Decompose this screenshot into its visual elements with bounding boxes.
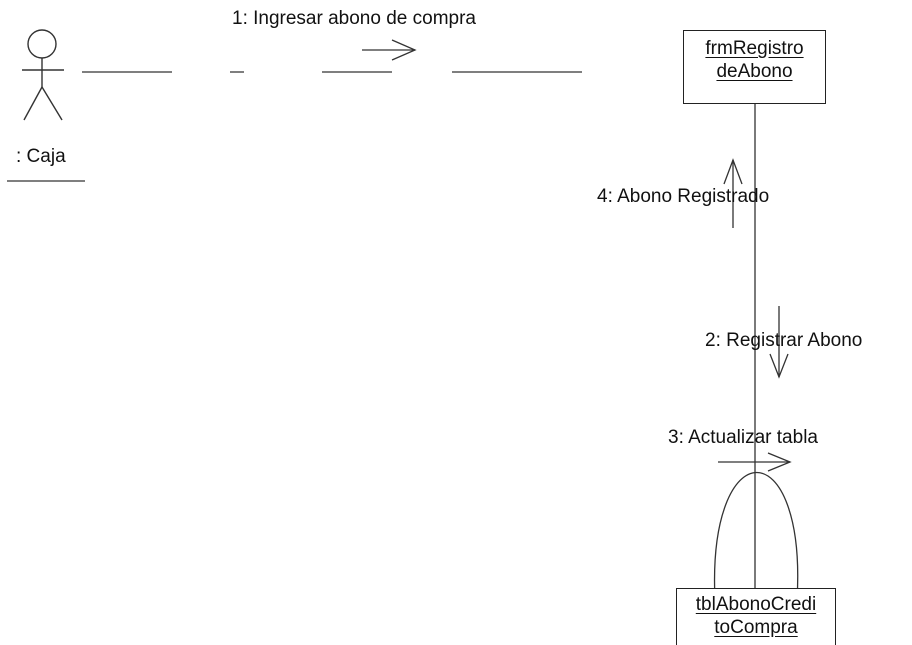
actor-right-leg	[41, 86, 63, 121]
message-1-label: 1: Ingresar abono de compra	[232, 8, 476, 29]
object-tbl-name-line-2: toCompra	[714, 617, 798, 638]
object-frm-registro-de-abono[interactable]: frmRegistro deAbono	[683, 30, 826, 104]
actor-head	[27, 29, 57, 59]
actor-figure	[22, 29, 64, 121]
message-3-arrow	[718, 452, 792, 472]
message-2-arrow	[769, 306, 789, 379]
self-link-table	[713, 472, 799, 601]
message-3-label: 3: Actualizar tabla	[668, 427, 818, 448]
actor-label: : Caja	[16, 146, 66, 167]
object-tbl-abono-credito-compra[interactable]: tblAbonoCredi toCompra	[676, 588, 836, 645]
message-2-label: 2: Registrar Abono	[705, 330, 863, 351]
object-frm-name-line-2: deAbono	[716, 61, 793, 82]
message-4-label: 4: Abono Registrado	[597, 186, 770, 207]
object-tbl-name-line-1: tblAbonoCredi	[695, 594, 817, 615]
message-1-arrow	[362, 39, 417, 61]
message-4-arrow	[723, 158, 743, 228]
object-frm-name-line-1: frmRegistro	[705, 38, 804, 59]
actor-left-leg	[23, 86, 43, 121]
